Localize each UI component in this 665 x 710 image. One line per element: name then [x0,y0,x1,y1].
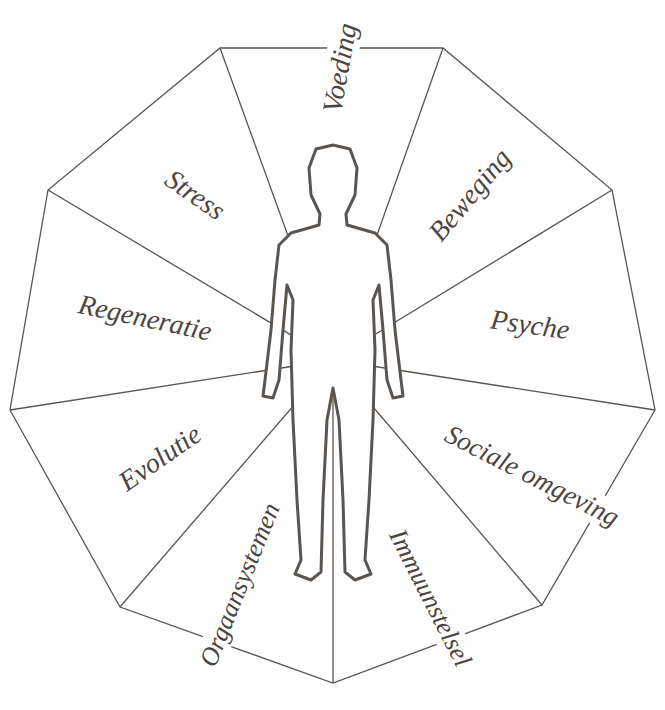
wedge-label: Stress [156,161,233,229]
wedge-label: Evolutie [110,416,210,499]
wedge-label: Regeneratie [73,288,218,349]
wedge-label: Voeding [316,18,364,118]
wedge-label: Orgaansystemen [192,496,287,674]
wedge-label: Immuunstelsel [381,522,479,675]
wedge-label: Sociale omgeving [437,417,627,534]
wedge-label: Psyche [486,303,575,347]
spoke [332,360,333,683]
nonagon-outline [10,48,655,683]
spoke [10,360,333,410]
spoke [333,360,655,410]
wedge-label: Beweging [420,140,519,250]
spokes [10,48,655,683]
